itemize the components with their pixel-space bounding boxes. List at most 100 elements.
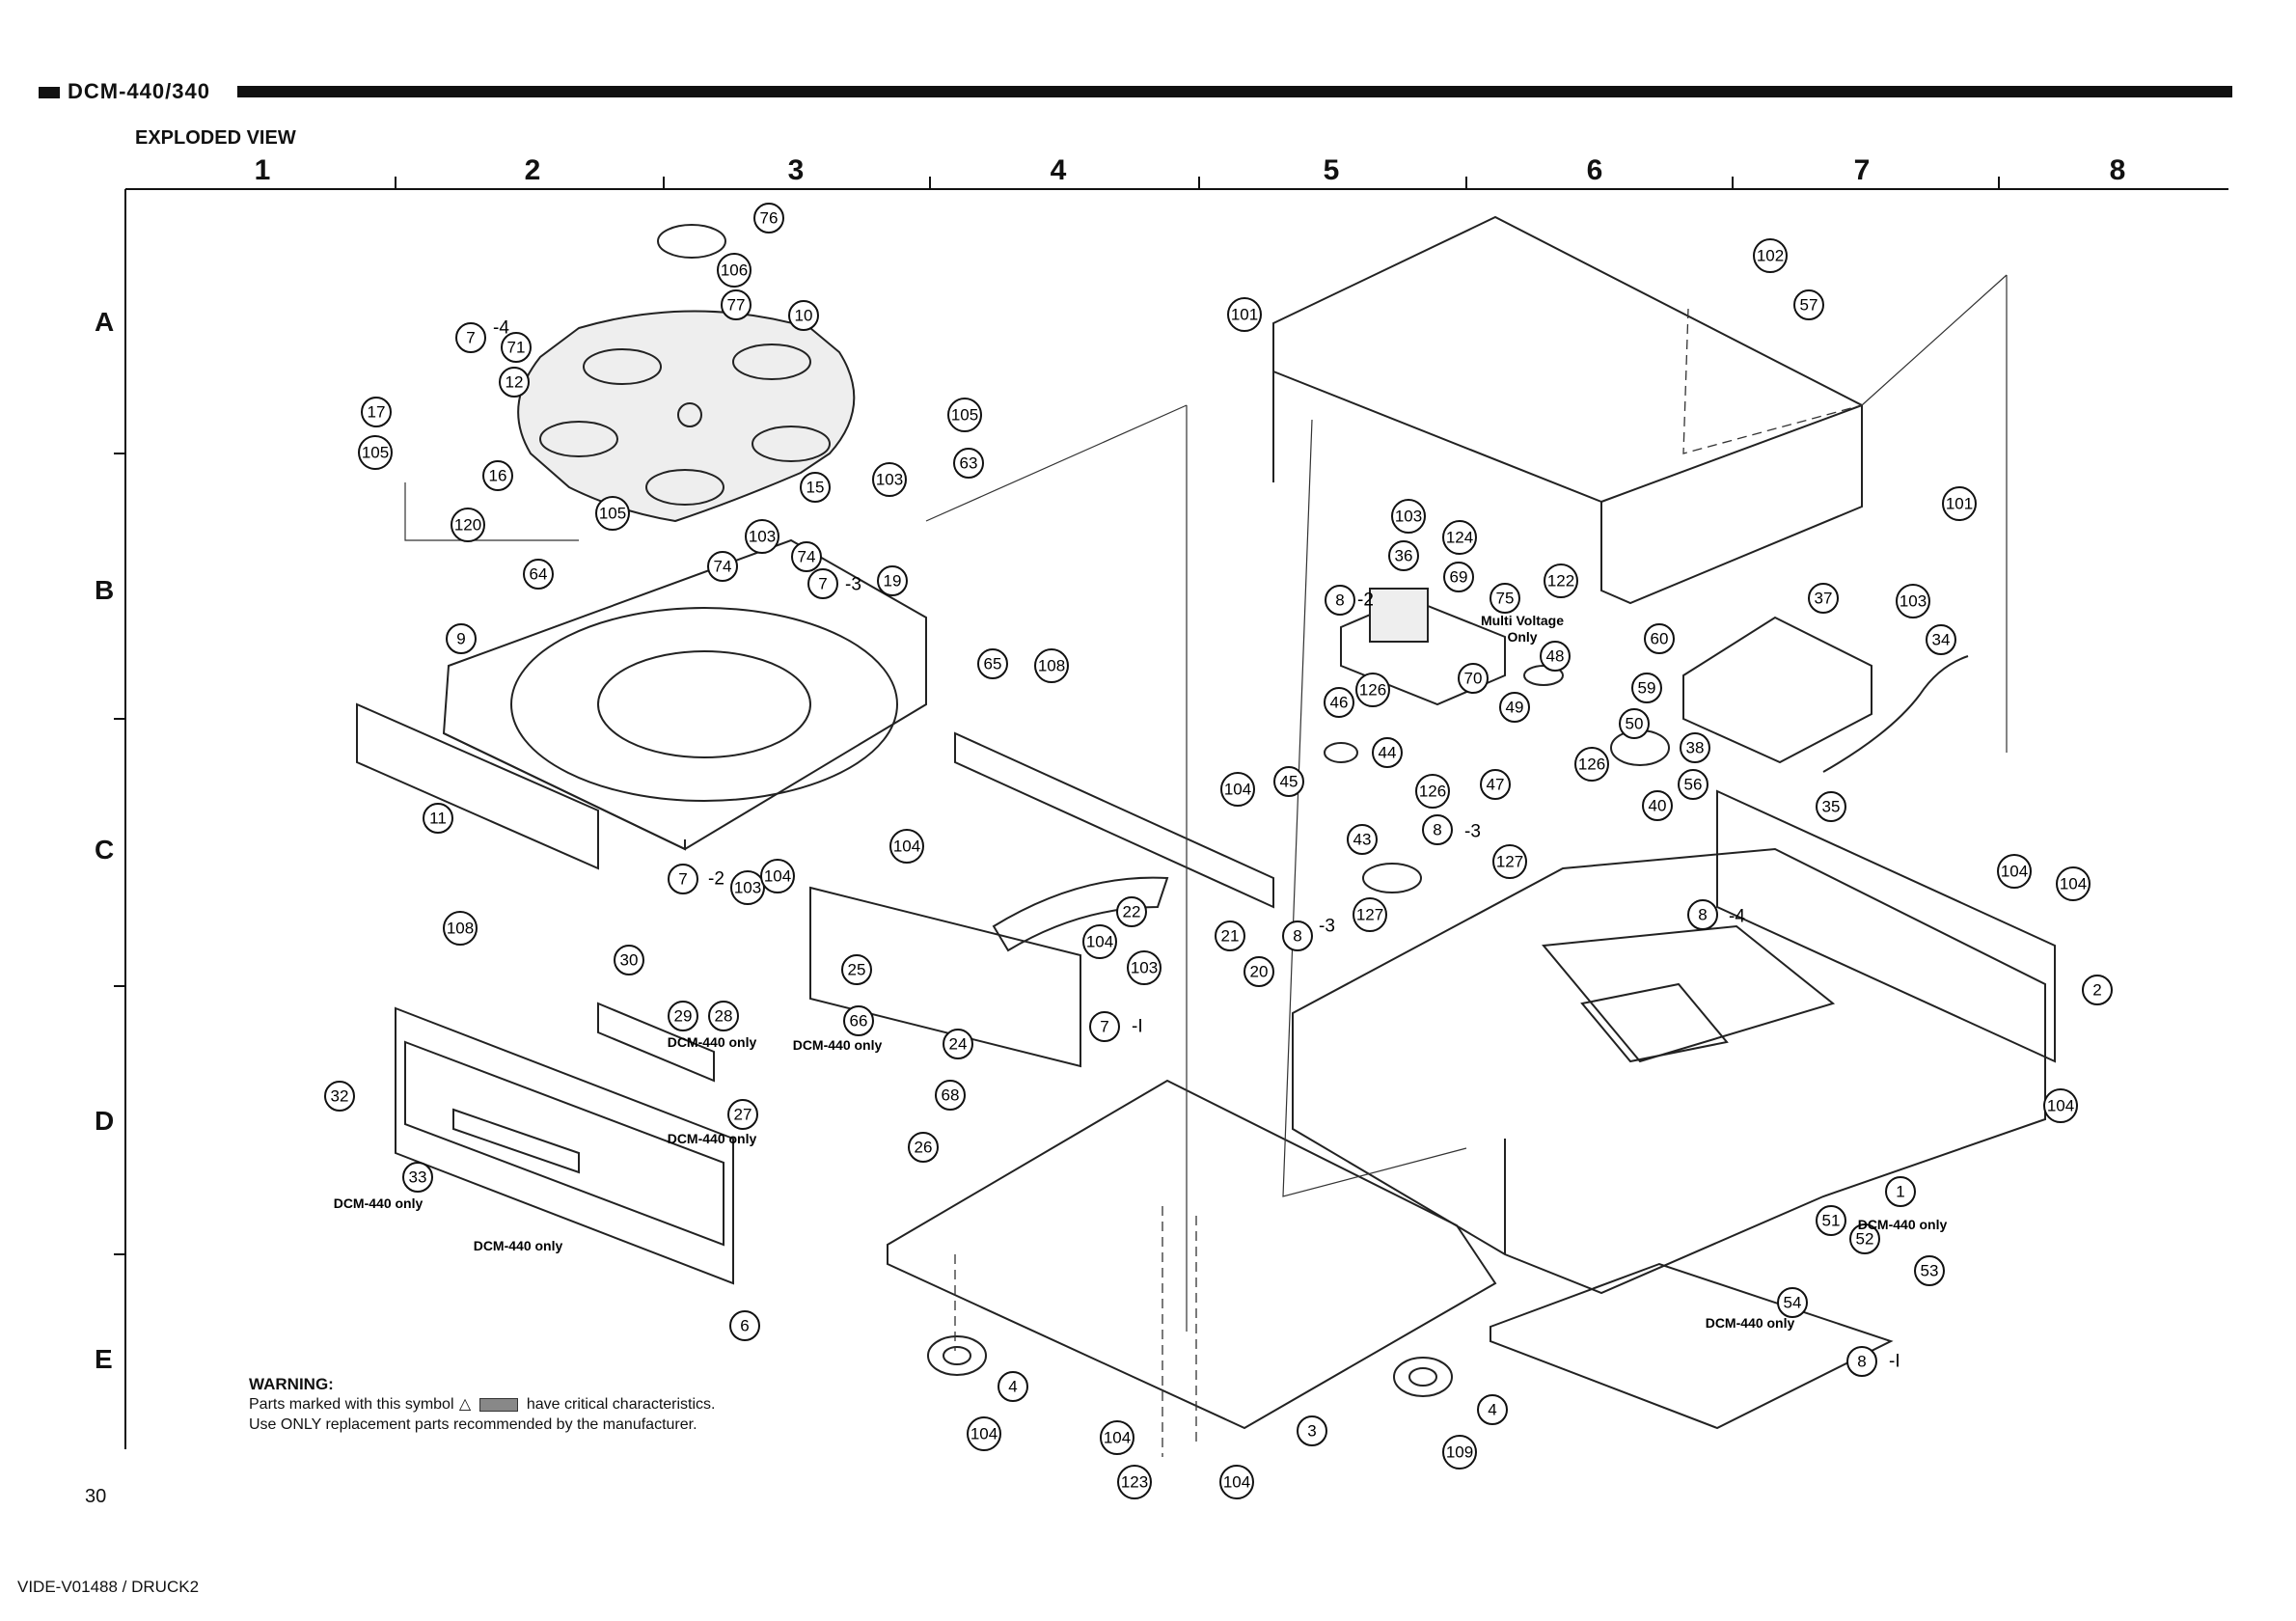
row-label: C [95, 835, 115, 865]
callout-circle [1619, 708, 1650, 739]
callout-number: 7 [678, 870, 687, 889]
transformer-board-part [1340, 588, 1506, 706]
callout-number: 76 [760, 209, 779, 228]
callout-circle [1544, 563, 1578, 598]
callout-number: 105 [599, 505, 626, 523]
callout-number: 77 [727, 296, 746, 315]
part-callout: 44 [1372, 737, 1403, 768]
callout-circle [1324, 687, 1354, 718]
callout-number: 104 [893, 838, 920, 856]
callout-circle [1388, 540, 1419, 571]
callout-number: 33 [409, 1168, 427, 1187]
callout-circle [1458, 663, 1489, 694]
callout-number: 101 [1946, 495, 1973, 513]
callout-circle [1753, 238, 1788, 273]
callout-circle [977, 648, 1008, 679]
callout-circle [1926, 624, 1956, 655]
callout-number: 123 [1121, 1473, 1148, 1492]
callout-number: 104 [2047, 1097, 2074, 1115]
callout-circle [1282, 920, 1313, 951]
callout-circle [1849, 1223, 1880, 1254]
part-callout: 101 [1227, 297, 1262, 332]
callout-circle [1490, 583, 1520, 614]
callout-suffix: -3 [1319, 917, 1335, 937]
callout-number: 103 [876, 471, 903, 489]
header-block-icon [39, 87, 60, 99]
callout-circle [1680, 732, 1710, 763]
part-callout: 57 [1793, 289, 1824, 320]
part-callout: 54 [1777, 1287, 1808, 1318]
callout-number: 54 [1784, 1294, 1802, 1312]
callout-number: 29 [674, 1007, 693, 1026]
part-callout: 8 [1282, 920, 1313, 951]
warning-line-1: Parts marked with this symbol △ have cri… [249, 1394, 716, 1415]
callout-circle [1942, 486, 1977, 521]
callout-number: 37 [1815, 590, 1833, 608]
carousel-tray-part [517, 224, 856, 523]
callout-circle [1574, 747, 1609, 782]
callout-number: 48 [1546, 647, 1565, 666]
column-label: 6 [1586, 154, 1603, 186]
callout-number: 22 [1123, 903, 1141, 921]
callout-number: 101 [1231, 306, 1258, 324]
callout-number: 7 [1100, 1018, 1108, 1036]
callout-circle [935, 1080, 966, 1111]
part-callout: 25 [841, 954, 872, 985]
part-callout: 60 [1644, 623, 1675, 654]
callout-circle [1997, 854, 2032, 889]
callout-number: 120 [454, 516, 481, 535]
callout-circle [1442, 520, 1477, 555]
callout-circle [908, 1132, 939, 1163]
variant-note: DCM-440 only [793, 1037, 883, 1053]
variant-note: Only [1507, 629, 1537, 645]
callout-circle [1353, 897, 1387, 932]
callout-number: 38 [1686, 739, 1705, 757]
callout-number: 75 [1496, 590, 1515, 608]
part-callout: 8 [1325, 585, 1355, 616]
callout-circle [1089, 1011, 1120, 1042]
part-callout: 26 [908, 1132, 939, 1163]
mechanism-part [1682, 616, 1872, 764]
part-callout: 124 [1442, 520, 1477, 555]
variant-note: Multi Voltage [1481, 613, 1564, 628]
callout-circle [721, 289, 752, 320]
callout-number: 60 [1651, 630, 1669, 648]
callout-circle [707, 551, 738, 582]
callout-circle [788, 300, 819, 331]
part-callout: 103 [745, 519, 779, 554]
callout-circle [1219, 1465, 1254, 1499]
callout-circle [1480, 769, 1511, 800]
part-callout: 49 [1499, 692, 1530, 723]
callout-number: 74 [798, 548, 816, 566]
callout-circle [1443, 562, 1474, 592]
callout-number: 103 [1900, 592, 1927, 611]
callout-circle [1325, 585, 1355, 616]
callout-circle [708, 1001, 739, 1031]
callout-number: 4 [1008, 1378, 1017, 1396]
callout-circle [668, 1001, 698, 1031]
callout-circle [614, 945, 644, 975]
callout-circle [889, 829, 924, 864]
callout-circle [2043, 1088, 2078, 1123]
callout-circle [1034, 648, 1069, 683]
column-label: 4 [1050, 154, 1067, 186]
part-callout: 8 [1422, 814, 1453, 845]
part-callout: 2 [2082, 975, 2113, 1005]
callout-number: 66 [850, 1012, 868, 1030]
callout-circle [1355, 673, 1390, 707]
callout-circle [1116, 896, 1147, 927]
callout-number: 19 [884, 572, 902, 591]
callout-circle [791, 541, 822, 572]
callout-circle [947, 398, 982, 432]
callout-number: 124 [1446, 529, 1473, 547]
callout-circle [727, 1099, 758, 1130]
button-strip-part [597, 1002, 715, 1083]
variant-note: DCM-440 only [334, 1195, 424, 1211]
callout-number: 11 [429, 810, 447, 828]
callout-number: 51 [1822, 1212, 1841, 1230]
callout-number: 109 [1446, 1443, 1473, 1462]
part-callout: 46 [1324, 687, 1354, 718]
callout-circle [1885, 1176, 1916, 1207]
callout-circle [443, 911, 478, 946]
callout-circle [1082, 924, 1117, 959]
